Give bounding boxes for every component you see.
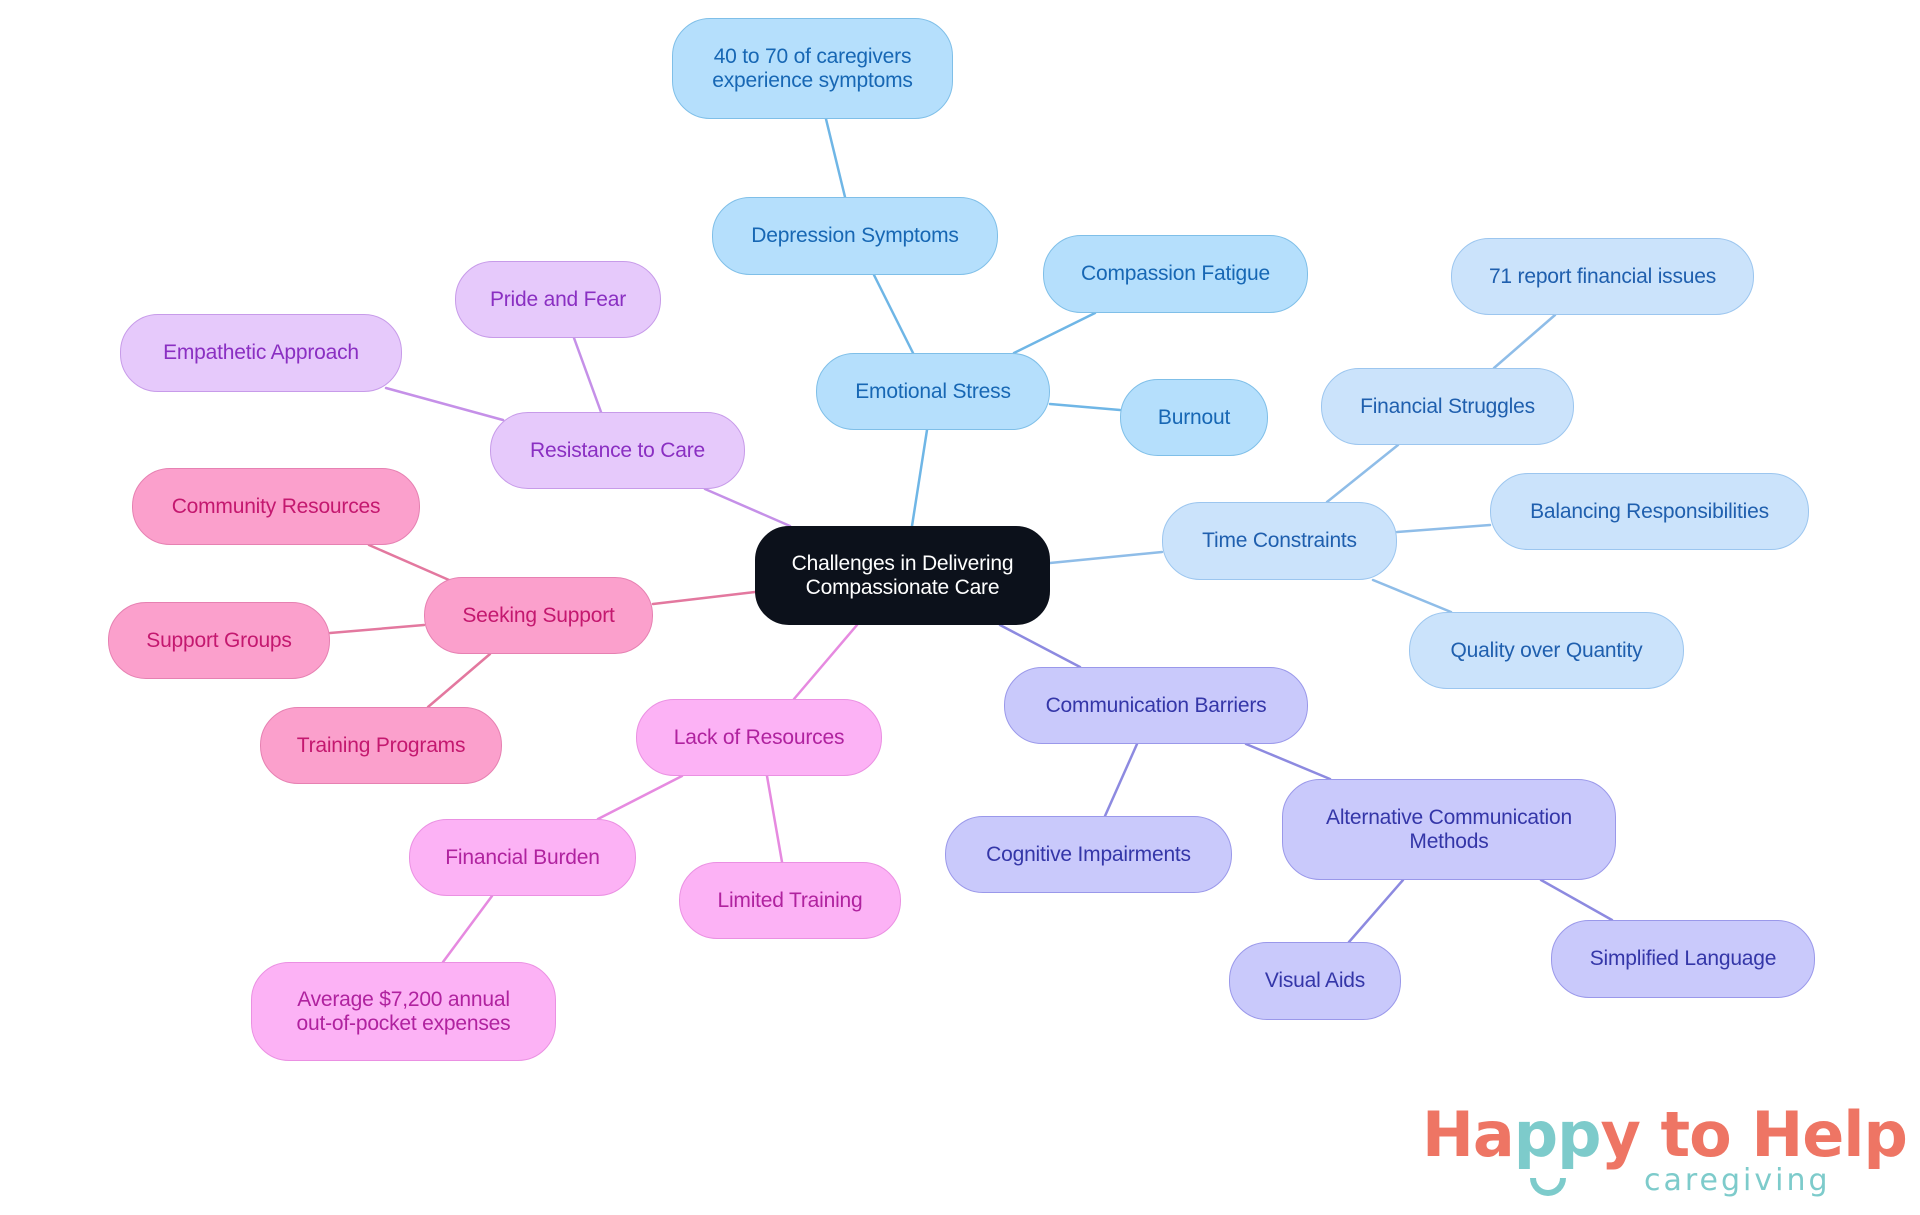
node-depression-stat[interactable]: 40 to 70 of caregivers experience sympto… [672,18,953,119]
node-seeking-support[interactable]: Seeking Support [424,577,653,654]
root-node[interactable]: Challenges in Delivering Compassionate C… [755,526,1050,625]
edge-seeking-training [426,652,492,709]
node-compassion-fatigue[interactable]: Compassion Fatigue [1043,235,1308,313]
edge-alternative-simplified [1539,878,1614,922]
edge-lack-limited [765,774,784,864]
smile-icon [1530,1178,1566,1196]
node-support-groups[interactable]: Support Groups [108,602,330,679]
edge-seeking-support-groups [328,623,426,635]
brand-logo: Happy to Help caregiving [1422,1100,1908,1200]
edge-emotional-burnout [1048,402,1122,412]
edge-emotional-compassion [1012,311,1097,355]
edge-depression-stat [824,117,847,199]
node-burnout[interactable]: Burnout [1120,379,1268,456]
node-communication-barriers[interactable]: Communication Barriers [1004,667,1308,744]
node-pride-and-fear[interactable]: Pride and Fear [455,261,661,338]
logo-text-ha: Ha [1422,1098,1515,1171]
node-financial-stat[interactable]: 71 report financial issues [1451,238,1754,315]
node-cognitive-impairments[interactable]: Cognitive Impairments [945,816,1232,893]
node-financial-burden[interactable]: Financial Burden [409,819,636,896]
node-community-resources[interactable]: Community Resources [132,468,420,545]
edge-financial-stat [1492,313,1557,370]
edge-root-time [1048,550,1164,565]
edge-root-resistance [703,487,792,528]
node-expenses-stat[interactable]: Average $7,200 annual out-of-pocket expe… [251,962,556,1061]
node-lack-of-resources[interactable]: Lack of Resources [636,699,882,776]
edge-financial-expenses [441,894,494,964]
edge-root-seeking [651,590,757,606]
node-depression-symptoms[interactable]: Depression Symptoms [712,197,998,275]
edge-root-lack [792,623,859,701]
edge-communication-cognitive [1103,742,1139,818]
edge-time-balancing [1395,523,1492,534]
node-simplified-language[interactable]: Simplified Language [1551,920,1815,998]
edge-time-quality [1371,578,1453,614]
logo-subtitle: caregiving [1644,1163,1831,1198]
logo-text-pp: pp [1513,1098,1602,1171]
edge-resistance-empathetic [384,386,505,422]
edge-communication-alternative [1244,742,1332,781]
node-resistance-to-care[interactable]: Resistance to Care [490,412,745,489]
edge-seeking-community [367,543,451,582]
node-empathetic-approach[interactable]: Empathetic Approach [120,314,402,392]
node-training-programs[interactable]: Training Programs [260,707,502,784]
edge-lack-financial [596,774,684,821]
edge-emotional-depression [872,273,915,355]
node-balancing-responsibilities[interactable]: Balancing Responsibilities [1490,473,1809,550]
edge-alternative-visual [1347,878,1405,944]
node-visual-aids[interactable]: Visual Aids [1229,942,1401,1020]
edge-root-communication [998,623,1082,669]
edge-resistance-pride [572,336,603,414]
node-financial-struggles[interactable]: Financial Struggles [1321,368,1574,445]
node-emotional-stress[interactable]: Emotional Stress [816,353,1050,430]
edge-root-emotional-stress [910,428,929,528]
node-limited-training[interactable]: Limited Training [679,862,901,939]
logo-wordmark: Happy to Help [1422,1098,1908,1171]
node-time-constraints[interactable]: Time Constraints [1162,502,1397,580]
edge-time-financial [1325,443,1400,504]
node-quality-over-quantity[interactable]: Quality over Quantity [1409,612,1684,689]
logo-text-rest: y to Help [1600,1098,1908,1171]
node-alternative-communication-methods[interactable]: Alternative Communication Methods [1282,779,1616,880]
